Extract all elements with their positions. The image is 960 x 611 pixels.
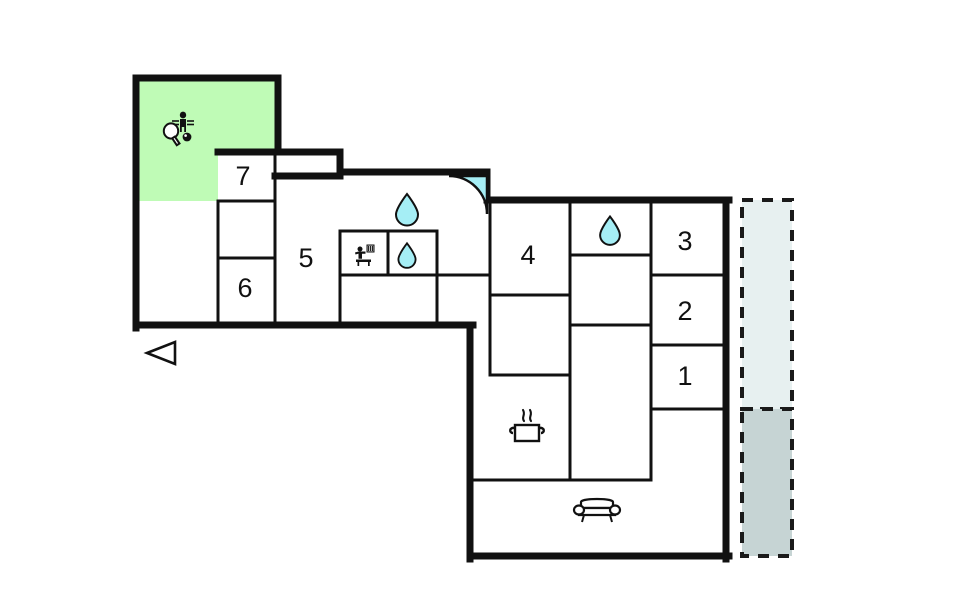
building-floor-fill <box>139 152 726 556</box>
terrace-group <box>740 198 794 558</box>
room-number-labels: 7 6 5 4 3 2 1 <box>235 161 692 391</box>
kitchen-pot-icon <box>509 408 545 443</box>
sofa-icon <box>572 497 622 523</box>
room-number-5: 5 <box>298 243 313 273</box>
room-number-4: 4 <box>520 240 535 270</box>
water-drop-icon <box>394 192 420 227</box>
room-number-1: 1 <box>677 361 692 391</box>
interior-walls <box>216 150 728 482</box>
water-drop-icon <box>599 214 621 246</box>
terrace-lower <box>740 407 794 558</box>
room-number-3: 3 <box>677 226 692 256</box>
room-number-2: 2 <box>677 296 692 326</box>
terrace-upper <box>740 198 794 411</box>
exterior-walls <box>132 74 733 563</box>
sauna-icon <box>355 244 375 266</box>
compass-arrow-icon <box>143 340 177 366</box>
table-tennis-icon <box>162 111 194 147</box>
water-drop-icon <box>397 241 417 269</box>
door-swing-icon <box>448 174 489 215</box>
room-number-7: 7 <box>235 161 250 191</box>
room-number-6: 6 <box>237 273 252 303</box>
